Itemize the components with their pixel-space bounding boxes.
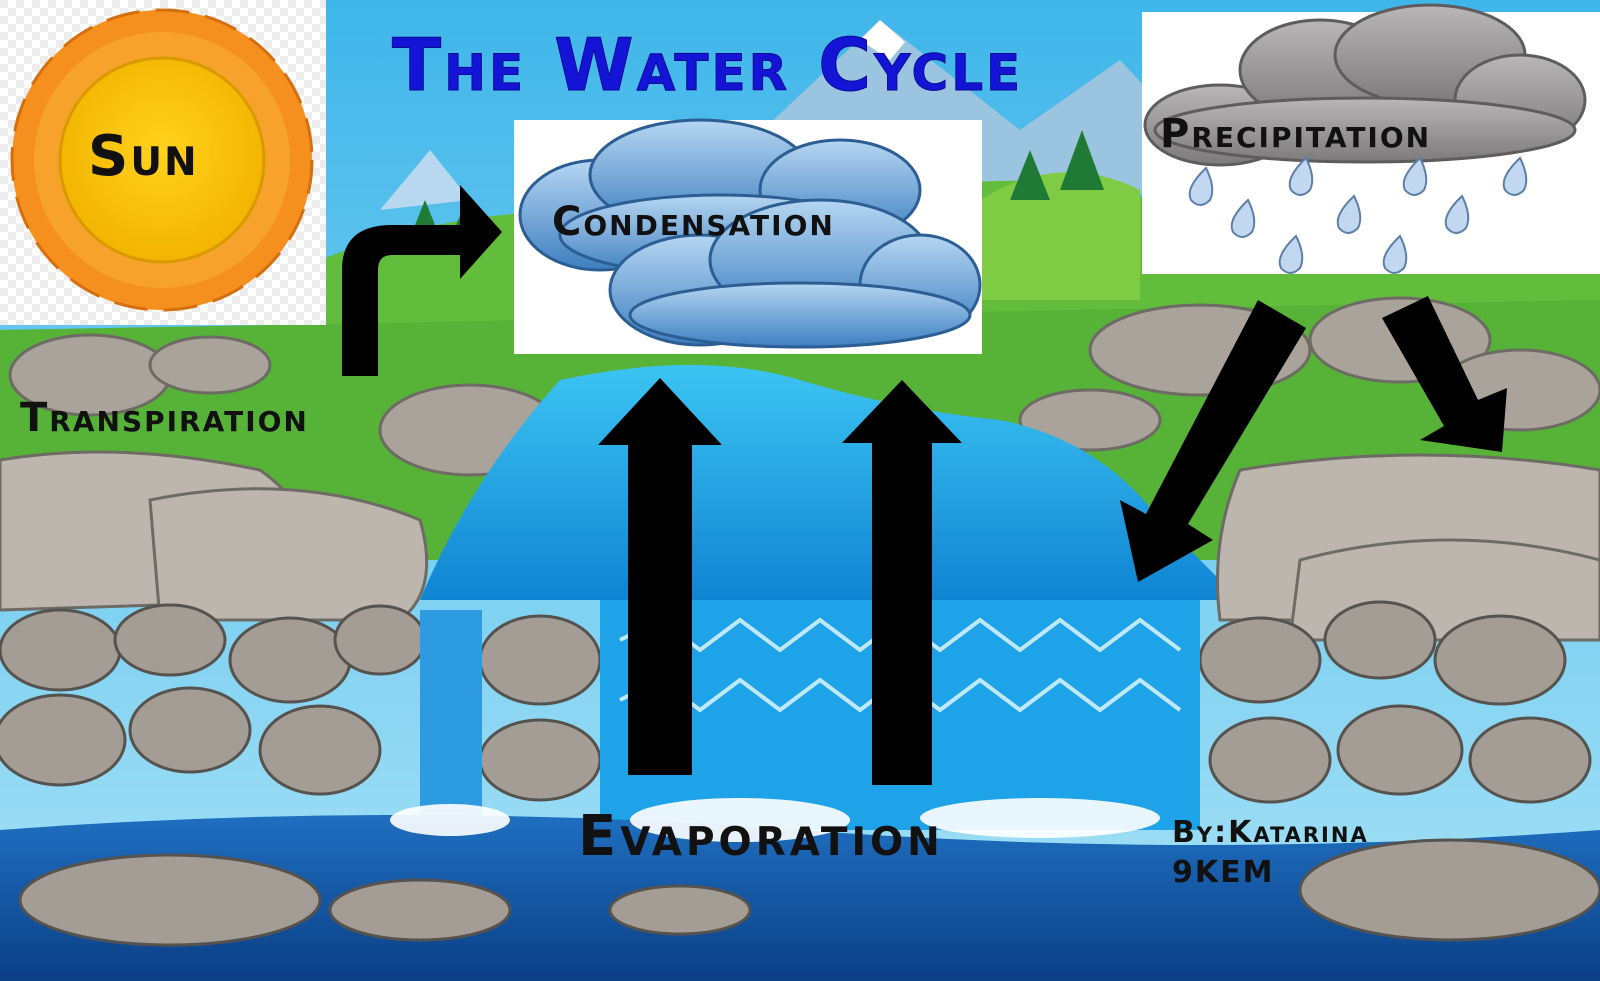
cloud-icon bbox=[518, 118, 982, 349]
precipitation-arrow-right bbox=[1382, 296, 1507, 452]
condensation-label: Condensation bbox=[552, 199, 835, 245]
splash bbox=[390, 798, 1160, 842]
rocks-lower bbox=[18, 838, 1600, 947]
waterfall-small bbox=[420, 610, 482, 820]
author-name: By:Katarina bbox=[1172, 815, 1369, 850]
precipitation-label: Precipitation bbox=[1160, 111, 1432, 157]
sun-label: Sun bbox=[88, 124, 199, 189]
transpiration-arrow bbox=[342, 185, 502, 376]
evaporation-arrow-left bbox=[598, 378, 722, 775]
sun-icon bbox=[10, 8, 314, 312]
stone-wall-left bbox=[0, 603, 602, 802]
poster-title: The Water Cycle bbox=[391, 23, 1024, 108]
rain-cloud-icon bbox=[1143, 3, 1587, 167]
author-class: 9KEM bbox=[1172, 855, 1275, 890]
stone-wall-right bbox=[1198, 600, 1592, 804]
evaporation-arrow-right bbox=[842, 380, 962, 785]
evaporation-label: Evaporation bbox=[578, 804, 944, 869]
transpiration-label: Transpiration bbox=[20, 395, 309, 441]
precipitation-arrow-left bbox=[1120, 300, 1306, 582]
rocks-middle bbox=[0, 450, 1600, 642]
raindrop-icons bbox=[1188, 156, 1528, 274]
